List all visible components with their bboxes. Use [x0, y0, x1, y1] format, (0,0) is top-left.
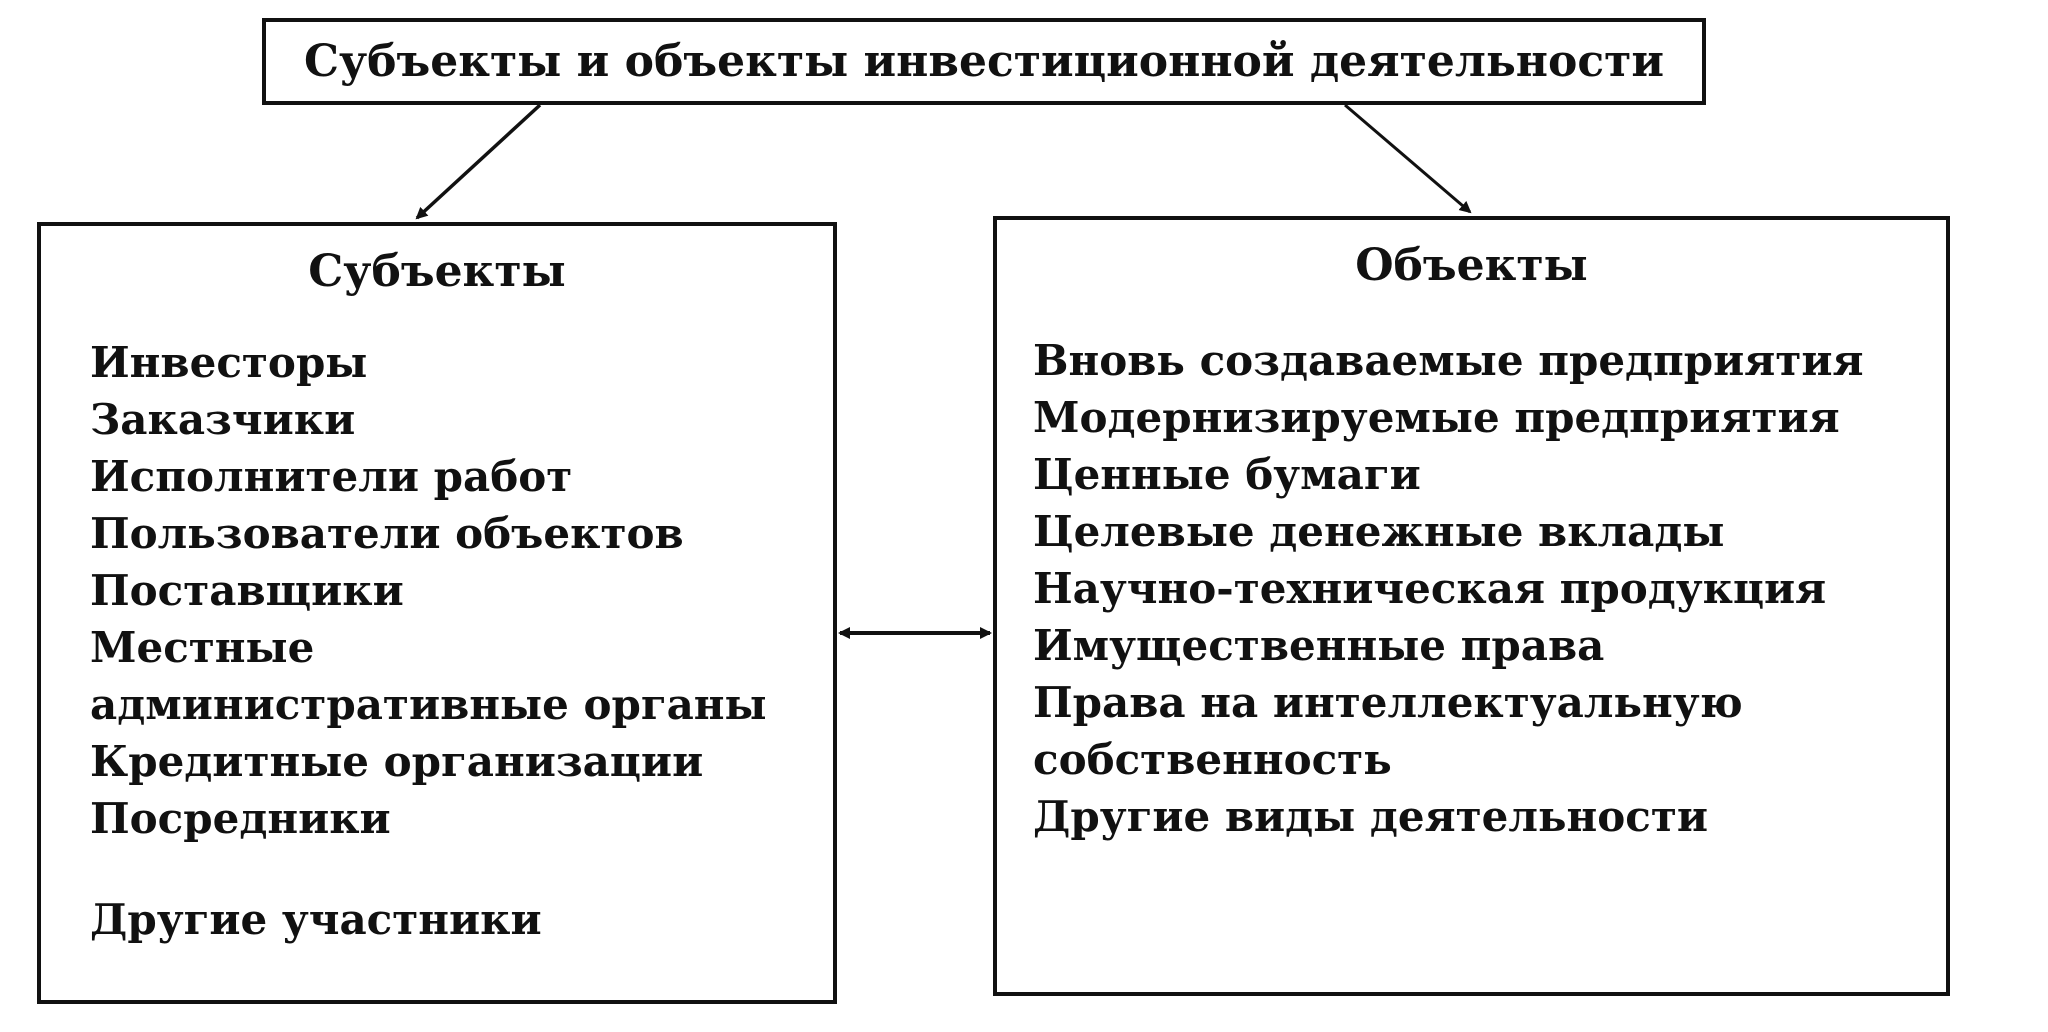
object-item: Другие виды деятельности: [1033, 792, 1708, 841]
object-item: Вновь создаваемые предприятия: [1033, 336, 1864, 385]
subject-item: административные органы: [90, 680, 767, 729]
objects-box: Объекты Вновь создаваемые предприятия Мо…: [993, 216, 1950, 996]
subject-item: Посредники: [90, 794, 391, 843]
diagram-title: Субъекты и объекты инвестиционной деятел…: [303, 36, 1665, 87]
subject-item: Кредитные организации: [90, 737, 704, 786]
object-item: Права на интеллектуальную: [1033, 678, 1743, 727]
object-item: Ценные бумаги: [1033, 450, 1421, 499]
object-item: Целевые денежные вклады: [1033, 507, 1725, 556]
object-item: Научно-техническая продукция: [1033, 564, 1827, 613]
subjects-heading: Субъекты: [308, 246, 566, 297]
objects-list: Вновь создаваемые предприятия Модернизир…: [1033, 332, 1864, 845]
subjects-list: Инвесторы Заказчики Исполнители работ По…: [90, 334, 767, 847]
arrow-title-to-subjects: [415, 103, 542, 220]
object-item: Имущественные права: [1033, 621, 1605, 670]
title-box: Субъекты и объекты инвестиционной деятел…: [262, 18, 1706, 105]
subject-item: Инвесторы: [90, 338, 368, 387]
objects-heading: Объекты: [1355, 240, 1588, 291]
subject-item: Пользователи объектов: [90, 509, 684, 558]
subject-item: Поставщики: [90, 566, 404, 615]
object-item: собственность: [1033, 735, 1392, 784]
subject-item: Местные: [90, 623, 315, 672]
subject-item-other: Другие участники: [90, 895, 542, 944]
subject-item: Исполнители работ: [90, 452, 573, 501]
object-item: Модернизируемые предприятия: [1033, 393, 1840, 442]
arrow-title-to-objects: [1344, 103, 1472, 214]
subjects-box: Субъекты Инвесторы Заказчики Исполнители…: [37, 222, 837, 1004]
subject-item: Заказчики: [90, 395, 356, 444]
